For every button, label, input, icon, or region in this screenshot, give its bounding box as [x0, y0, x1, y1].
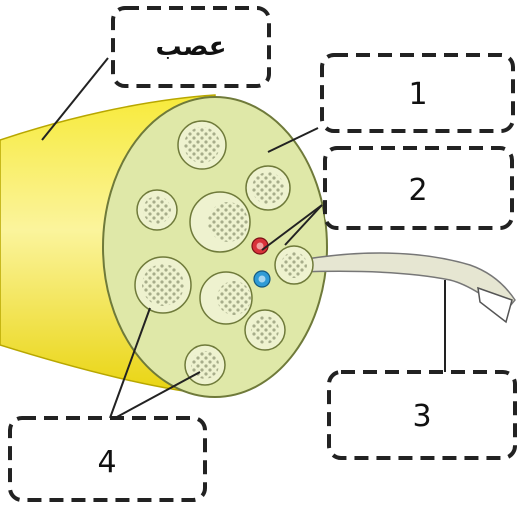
fascicle	[245, 310, 285, 350]
label-nerve: عصب	[156, 32, 227, 62]
label-3: 3	[412, 399, 431, 434]
fascicle	[190, 192, 250, 252]
label-2: 2	[408, 173, 427, 208]
label-1: 1	[408, 77, 427, 112]
fascicle	[178, 121, 226, 169]
fascicle	[246, 166, 290, 210]
fascicle	[185, 345, 225, 385]
fascicle	[200, 272, 252, 324]
label-4: 4	[97, 445, 116, 480]
fascicle	[135, 257, 191, 313]
vein-lumen	[259, 276, 266, 283]
fascicle	[137, 190, 177, 230]
fascicle	[275, 246, 313, 284]
